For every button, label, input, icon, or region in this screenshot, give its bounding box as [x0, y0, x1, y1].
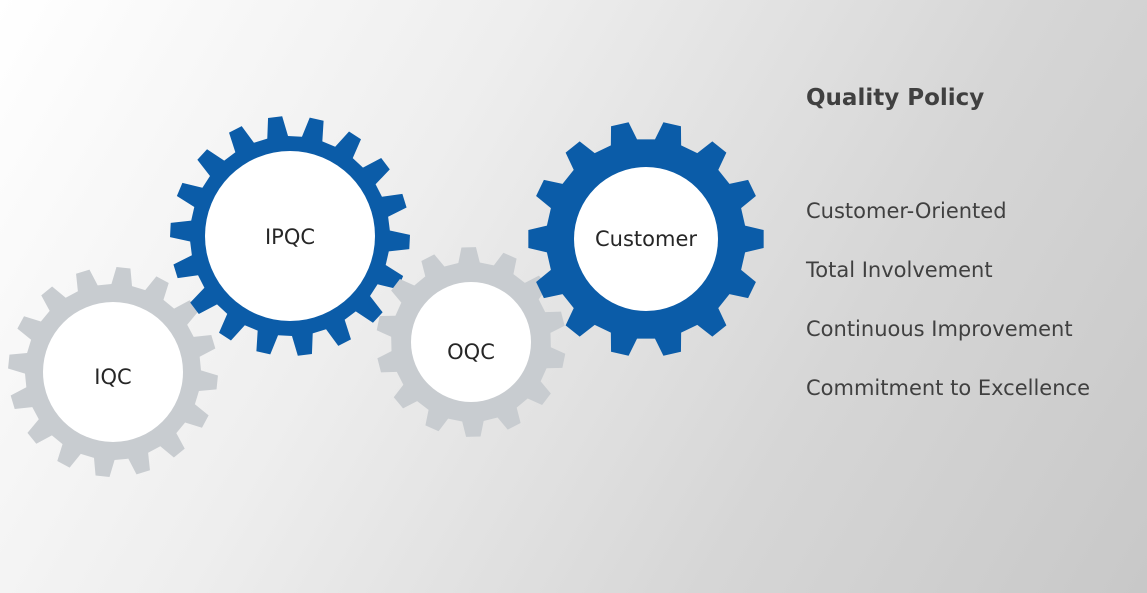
gear-iqc: [8, 267, 218, 477]
policy-title: Quality Policy: [806, 85, 985, 111]
gear-label-oqc: OQC: [447, 340, 495, 364]
gear-label-customer: Customer: [594, 227, 698, 251]
policy-item-continuous-improvement: Continuous Improvement: [806, 317, 1073, 341]
gear-customer-center: [574, 167, 718, 311]
policy-item-customer-oriented: Customer-Oriented: [806, 199, 1007, 223]
gear-ipqc-center: [205, 151, 375, 321]
gear-oqc-center: [411, 282, 531, 402]
gear-oqc: [376, 247, 566, 437]
policy-item-commitment-excellence: Commitment to Excellence: [806, 376, 1091, 400]
gear-label-ipqc: IPQC: [264, 225, 316, 249]
gear-iqc-center: [43, 302, 183, 442]
gear-customer: [528, 122, 764, 356]
quality-policy-panel: Quality Policy Customer-Oriented Total I…: [806, 78, 1141, 432]
gear-ipqc: [170, 116, 410, 356]
gear-label-iqc: IQC: [94, 365, 132, 389]
policy-item-total-involvement: Total Involvement: [806, 258, 993, 282]
